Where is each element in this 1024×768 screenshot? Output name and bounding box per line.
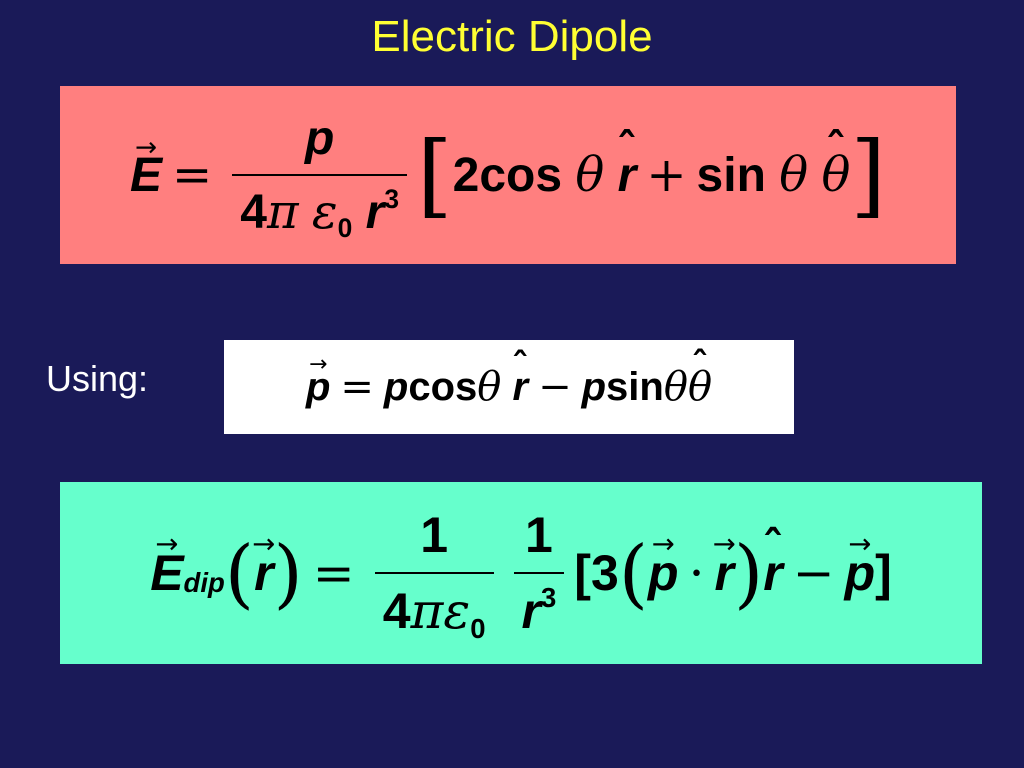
numerator-p: p <box>304 111 335 165</box>
left-bracket: [ <box>417 121 453 229</box>
right-paren: ) <box>273 529 303 617</box>
theta-1: θ <box>575 147 605 203</box>
den-r: r <box>521 583 541 639</box>
equals-sign: = <box>312 544 355 602</box>
right-bracket: ] <box>850 121 886 229</box>
fraction-2: 1 r3 <box>513 506 565 640</box>
r-hat: r <box>618 148 637 203</box>
r-vector-2: r <box>714 544 733 602</box>
den-r: r <box>365 185 385 239</box>
p-vector-1: p <box>648 544 679 602</box>
numerator-one: 1 <box>420 507 449 563</box>
p-scalar-1: p <box>383 364 409 409</box>
fraction: p 4π ε0 r3 <box>232 111 408 243</box>
left-paren-2: ( <box>618 529 649 617</box>
den-r-power: 3 <box>384 183 400 214</box>
minus-sign: − <box>792 544 835 602</box>
theta-hat: θ <box>688 364 712 410</box>
theta-hat: θ <box>821 147 850 203</box>
using-label: Using: <box>46 358 149 399</box>
right-paren-2: ) <box>733 529 764 617</box>
equals-sign: = <box>172 147 213 203</box>
coef-three: 3 <box>590 545 619 601</box>
e-vector: E <box>130 148 162 203</box>
p-vector-2: p <box>845 544 876 602</box>
left-bracket: [ <box>574 545 591 601</box>
dot-product: · <box>688 544 705 602</box>
sin-fn: sin <box>696 148 766 202</box>
denominator-1: 4πε0 <box>374 572 494 644</box>
dip-subscript: dip <box>183 566 225 598</box>
den-pi: π <box>266 183 299 240</box>
denominator: 4π ε0 r3 <box>232 173 408 243</box>
den-epsilon-sub: 0 <box>470 612 486 644</box>
cos-fn: cos <box>479 148 563 202</box>
plus-sign: + <box>646 147 687 203</box>
theta-1: θ <box>477 364 502 410</box>
den-epsilon: ε <box>311 183 338 240</box>
sin-fn: sin <box>606 364 664 409</box>
p-scalar-2: p <box>581 364 607 409</box>
r-vector: r <box>254 544 273 602</box>
theta-2: θ <box>663 364 688 410</box>
cos-fn: cos <box>408 364 478 409</box>
den-pi: π <box>410 582 444 640</box>
p-vector: p <box>306 365 330 410</box>
r-hat: r <box>763 544 782 602</box>
slide-title: Electric Dipole <box>371 12 653 61</box>
den-r-power: 3 <box>541 582 557 614</box>
equals-sign: = <box>340 364 374 410</box>
denominator-2: r3 <box>513 572 565 640</box>
coef-two: 2 <box>452 148 480 202</box>
den-four: 4 <box>382 583 411 639</box>
numerator-one: 1 <box>525 507 553 563</box>
den-epsilon: ε <box>443 582 471 640</box>
left-paren: ( <box>224 529 255 617</box>
minus-sign: − <box>538 364 572 410</box>
right-bracket: ] <box>875 545 892 601</box>
r-hat: r <box>513 365 529 410</box>
theta-2: θ <box>779 147 809 203</box>
fraction-1: 1 4πε0 <box>374 506 494 644</box>
e-vector: E <box>150 544 183 602</box>
den-epsilon-sub: 0 <box>337 212 353 243</box>
den-four: 4 <box>240 185 267 239</box>
